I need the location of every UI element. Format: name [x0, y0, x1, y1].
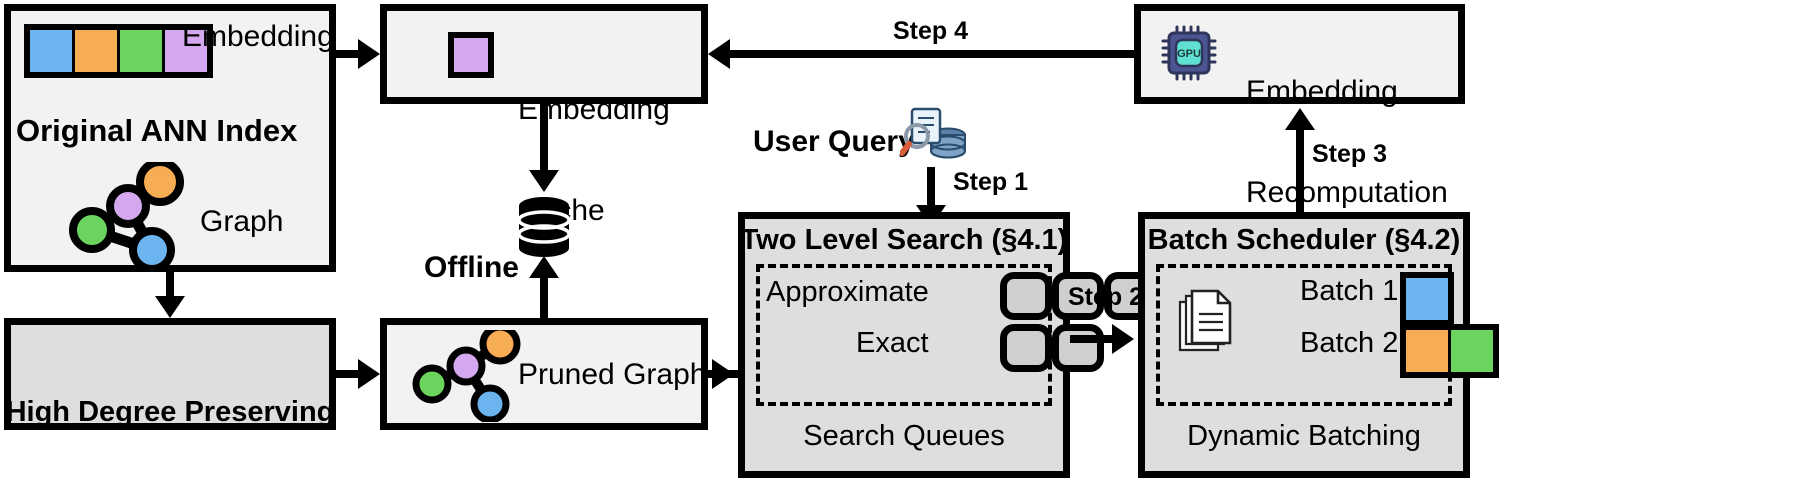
exact-slot[interactable]: [1000, 324, 1052, 372]
arrow-cache-to-storage-head: [529, 170, 559, 192]
arrow-step3-line: [1296, 128, 1304, 212]
two-level-search-title: Two Level Search (§4.1): [740, 224, 1068, 256]
recomp-title-line2: Recomputation: [1246, 175, 1448, 209]
graph-label: Graph: [200, 205, 284, 238]
step4-label: Step 4: [893, 17, 969, 45]
step1-label: Step 1: [953, 168, 1029, 196]
exact-slot[interactable]: [1052, 324, 1104, 372]
gpu-icon: GPU: [1161, 25, 1217, 81]
approximate-slot[interactable]: [1052, 272, 1104, 320]
embedding-cell-purple: [165, 30, 207, 72]
documents-stack-icon: [1178, 289, 1232, 352]
batch-scheduler-title: Batch Scheduler (§4.2): [1147, 224, 1461, 256]
arrow-pruning-to-prunedgraph-line: [336, 370, 366, 378]
original-graph-icon: [69, 162, 184, 270]
embedding-label: Embedding: [182, 20, 334, 53]
dynamic-batching-footer: Dynamic Batching: [1187, 420, 1421, 452]
arrow-cache-to-storage-line: [540, 104, 548, 176]
arrow-prunedgraph-to-search-head: [712, 359, 734, 389]
graph-pruning-line1: High Degree Preserving: [5, 395, 335, 428]
arrow-prunedgraph-to-storage-head: [529, 256, 559, 278]
embedding-cache-swatch: [448, 32, 494, 78]
query-search-database-icon: [900, 107, 966, 159]
pruned-graph-icon: [412, 330, 521, 422]
exact-label: Exact: [856, 327, 929, 359]
arrow-step4-head: [708, 39, 730, 69]
embedding-cell-green: [120, 30, 165, 72]
recomp-title-line1: Embedding: [1246, 75, 1398, 109]
batch-1-label: Batch 1: [1300, 275, 1399, 307]
batch-2-colors: [1400, 324, 1499, 378]
pruned-graph-label: Pruned Graph: [518, 358, 707, 391]
arrow-index-to-cache-head: [358, 39, 380, 69]
step3-label: Step 3: [1312, 140, 1388, 168]
arrow-index-to-pruning-head: [155, 296, 185, 318]
arrow-step1-line: [927, 167, 935, 209]
batch-2-label: Batch 2: [1300, 327, 1399, 359]
approximate-label: Approximate: [766, 276, 929, 308]
arrow-step4-line: [730, 50, 1134, 58]
approximate-slot[interactable]: [1000, 272, 1052, 320]
arrow-index-to-pruning-line: [166, 272, 174, 300]
step2-label: Step 2: [1068, 283, 1144, 311]
user-query-label: User Query: [753, 125, 915, 158]
offline-storage-line1: Offline: [424, 251, 519, 285]
search-queues-footer: Search Queues: [803, 420, 1005, 452]
original-ann-index-title: Original ANN Index: [16, 113, 298, 148]
gpu-icon-text: GPU: [1177, 48, 1201, 60]
batch-1-colors: [1400, 272, 1454, 326]
graph-pruning-title: High Degree Preserving Graph Pruning (§5…: [4, 331, 336, 481]
embedding-strip: [24, 24, 213, 78]
batch-2-cell-green: [1451, 330, 1493, 372]
embedding-cell-orange: [75, 30, 120, 72]
arrow-pruning-to-prunedgraph-head: [358, 359, 380, 389]
graph-pruning-box: [4, 318, 336, 430]
arrow-step2-head: [1112, 324, 1134, 354]
embedding-cache-box: [380, 4, 708, 104]
embedding-cell-blue: [30, 30, 75, 72]
arrow-step3-head: [1285, 108, 1315, 130]
exact-slots: [1000, 324, 1104, 372]
database-icon: [517, 197, 571, 257]
batch-2-cell-orange: [1406, 330, 1451, 372]
arrow-prunedgraph-to-storage-line: [540, 272, 548, 320]
arrow-step2-line: [1070, 335, 1118, 343]
batch-1-cell-blue: [1406, 278, 1448, 320]
arrow-index-to-cache-line: [336, 50, 366, 58]
